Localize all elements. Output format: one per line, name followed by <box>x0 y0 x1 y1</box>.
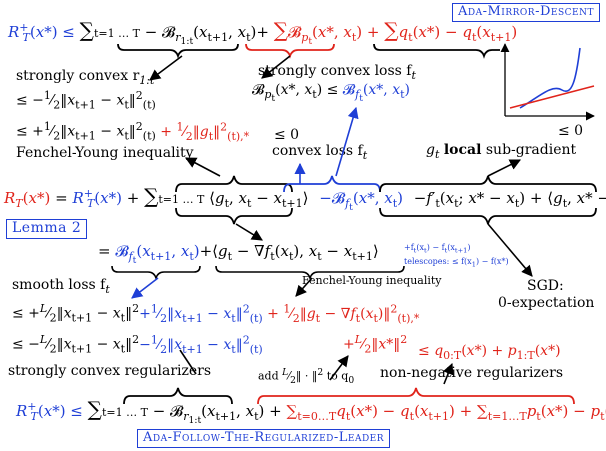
label-lemma-2: Lemma 2 <box>6 219 88 240</box>
label-ada-ftrl: Ada-Follow-The-Regularized-Leader <box>137 429 391 449</box>
ineq-strongly-convex-2: ≤ +1⁄2‖xt+1 − xt‖2(t) + 1⁄2‖gt‖2(t),* <box>16 120 250 143</box>
brace-bottom-red <box>257 387 575 405</box>
label-fenchel-young-1: Fenchel-Young inequality <box>16 145 194 161</box>
arrow-main-to-sgd <box>487 223 533 277</box>
telescopes-note-bottom: telescopes: ≤ f(x1) − f(x*) <box>404 257 509 269</box>
brace-top-bregman-r <box>117 43 239 59</box>
brace-main-right <box>379 175 597 193</box>
brace-decomp-inner <box>215 265 405 281</box>
label-convex-loss: convex loss ft <box>272 143 368 162</box>
brace-main-inner <box>175 175 293 193</box>
arrow-main-to-decomp <box>235 223 263 241</box>
brace-top-bregman-p <box>245 43 335 59</box>
label-local-subgradient: gt local sub-gradient <box>426 142 577 161</box>
ineq-smooth-2: ≤ −L⁄2‖xt+1 − xt‖2−1⁄2‖xt+1 − xt‖2(t) <box>12 333 263 356</box>
main-regret-decomposition: RT(x*) = R+T(x*) + ∑t=1 … T ⟨gt, xt − xt… <box>4 184 606 214</box>
label-strongly-convex-regularizers: strongly convex regularizers <box>8 363 212 379</box>
label-zero-expectation: 0-expectation <box>498 295 595 311</box>
arrow-main-to-fy <box>185 157 221 177</box>
plot-curve <box>519 47 581 109</box>
arrow-main-to-scl <box>335 106 359 177</box>
arrow-top-to-sc-loss <box>261 55 291 79</box>
label-fenchel-young-2: Fenchel-Young inequality <box>302 274 442 287</box>
ineq-strongly-convex-loss: 𝓑pt(x*, xt) ≤ 𝓑ft(x*, xt) <box>252 82 410 104</box>
bottom-regret-bound: R+T(x*) ≤ ∑t=1 … T − 𝓑r1:t(xt+1, xt) + ∑… <box>16 397 606 427</box>
label-strongly-convex-loss: strongly convex loss ft <box>258 63 416 82</box>
q-p-bound: ≤ q0:T(x*) + p1:T(x*) <box>418 343 561 362</box>
top-regret-bound: R+T(x*) ≤ ∑t=1 … T − 𝓑r1:t(xt+1, xt)+ ∑𝓑… <box>8 18 518 48</box>
brace-main-bregman-f <box>283 175 381 193</box>
arrow-decomp-to-smooth <box>131 277 159 299</box>
arrow-decomp-to-fy2 <box>295 277 313 297</box>
plot-frame <box>500 42 596 118</box>
telescopes-note: +ft(xt) − ft(xt+1) <box>404 243 471 255</box>
label-add-norm: add L⁄2‖ · ‖2 to q0 <box>258 367 355 386</box>
arrow-sc-reg-up <box>179 349 197 375</box>
label-smooth-loss: smooth loss ft <box>12 277 110 296</box>
le-zero-right: ≤ 0 <box>558 123 584 139</box>
arrow-nonneg-to-bound <box>443 362 454 385</box>
bregman-decomposition: = 𝓑ft(xt+1, xt)+⟨gt − ∇ft(xt), xt − xt+1… <box>98 242 379 267</box>
norm-penalty: +L⁄2‖x*‖2 <box>343 333 408 356</box>
arrow-main-to-local <box>487 159 522 177</box>
arrow-top-to-sc-r <box>149 55 183 81</box>
brace-main-under-inner <box>175 207 293 225</box>
label-sgd: SGD: <box>527 278 564 294</box>
le-zero-left: ≤ 0 <box>274 127 300 143</box>
label-non-negative-regularizers: non-negative regularizers <box>380 365 564 381</box>
brace-decomp-blue <box>111 265 201 281</box>
brace-main-under-right <box>379 207 597 225</box>
label-strongly-convex-r: strongly convex r1:t <box>16 68 155 87</box>
brace-bottom-bregman-r <box>123 387 233 405</box>
plot-subgradient-line <box>509 85 595 109</box>
label-ada-mirror-descent: Ada-Mirror-Descent <box>452 3 600 23</box>
arrow-add-norm <box>329 355 349 381</box>
ineq-strongly-convex-1: ≤ −1⁄2‖xt+1 − xt‖2(t) <box>16 89 156 112</box>
ineq-smooth-1: ≤ +L⁄2‖xt+1 − xt‖2+1⁄2‖xt+1 − xt‖2(t) + … <box>12 302 420 325</box>
